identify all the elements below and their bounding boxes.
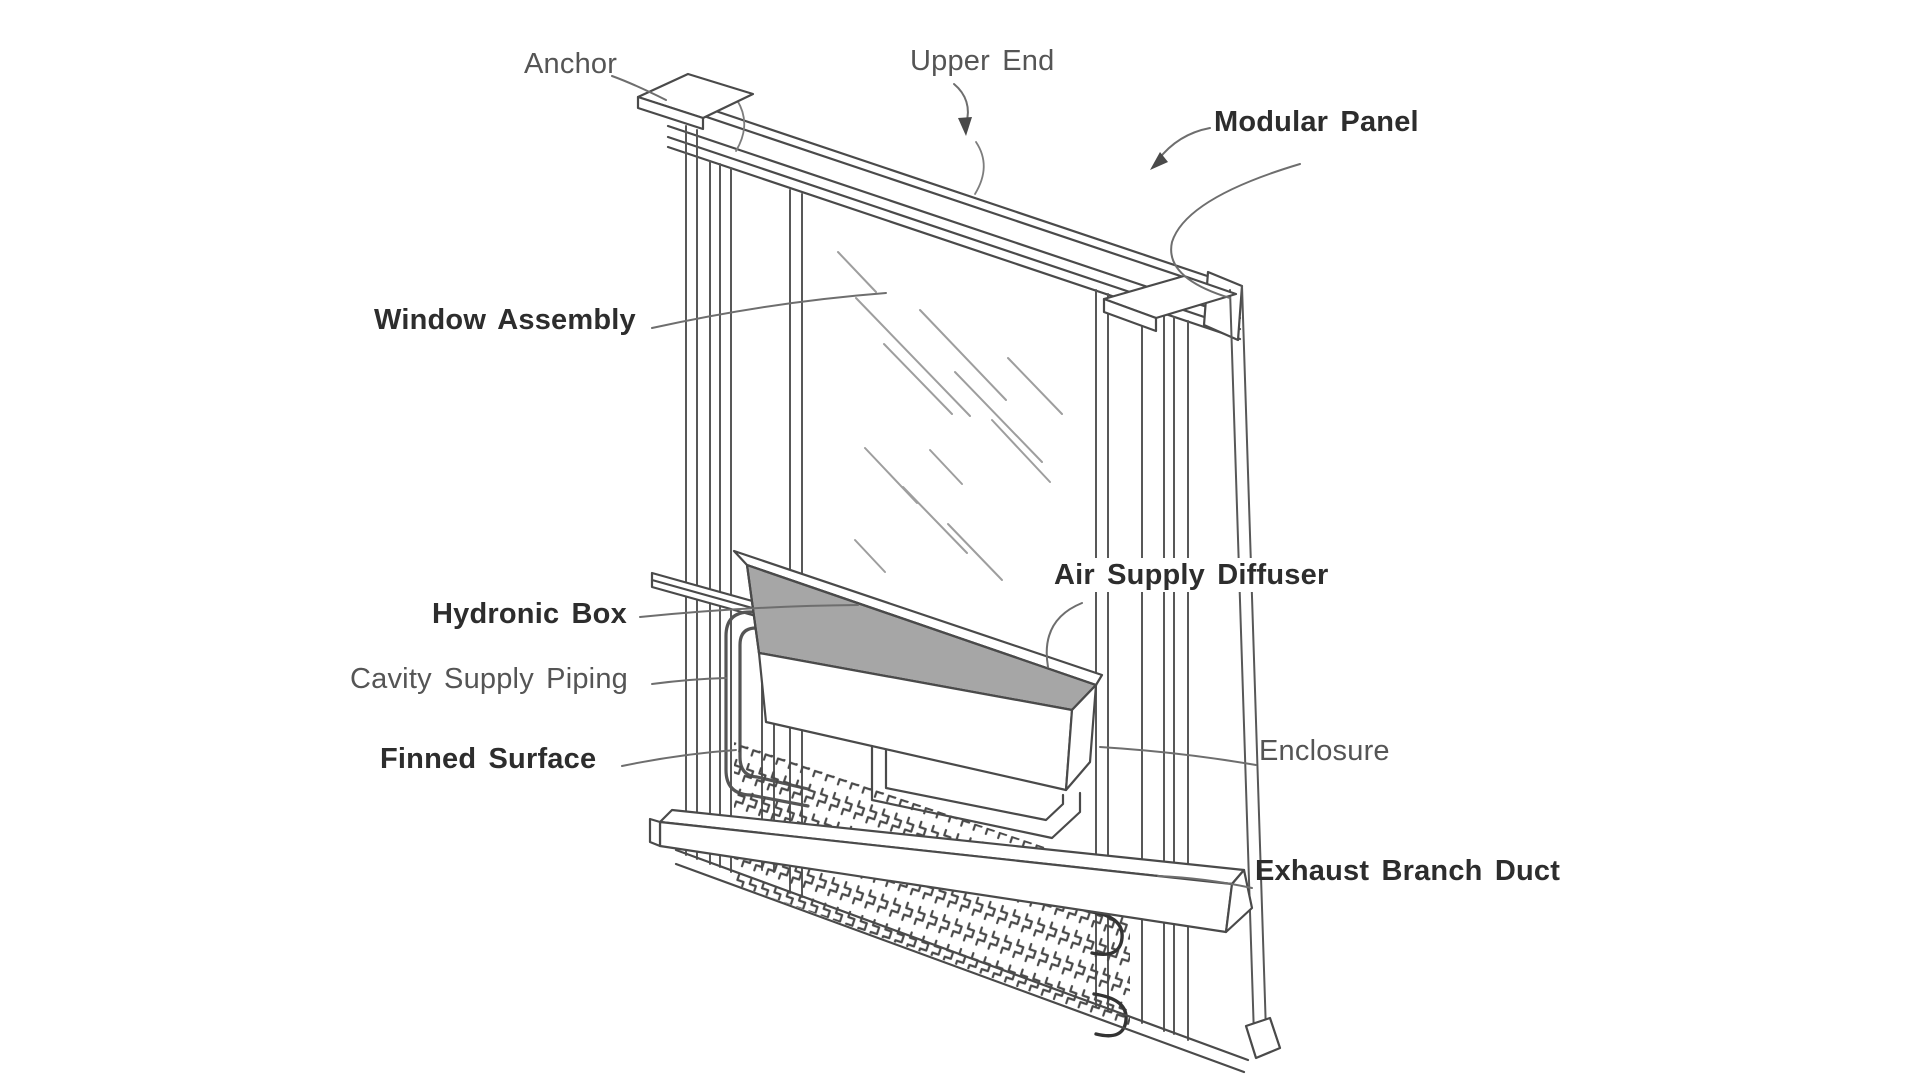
label-air-supply-diffuser: Air Supply Diffuser	[1046, 558, 1337, 593]
exhaust-branch-duct-leader	[1157, 875, 1253, 889]
label-modular-panel: Modular Panel	[1214, 106, 1419, 138]
modular-panel-curve	[1170, 163, 1301, 299]
rail-break-mark	[974, 141, 985, 195]
modular-panel-arrowhead	[1150, 152, 1168, 170]
anchor-plate-right	[1102, 274, 1238, 333]
cavity-supply-piping-leader	[651, 677, 727, 685]
window-assembly-leader	[651, 292, 887, 329]
pipe-u-bend	[1090, 910, 1124, 957]
upper-end-arrowhead	[958, 117, 972, 136]
label-anchor: Anchor	[524, 48, 618, 80]
label-window-assembly: Window Assembly	[374, 304, 636, 336]
modular-panel-arrow	[1157, 127, 1211, 161]
enclosure-channel	[870, 744, 1082, 840]
label-cavity-supply-piping: Cavity Supply Piping	[350, 663, 628, 695]
hydronic-box	[732, 549, 1104, 840]
label-finned-surface: Finned Surface	[380, 743, 597, 775]
label-exhaust-branch-duct: Exhaust Branch Duct	[1255, 855, 1561, 887]
exhaust-branch-duct	[648, 808, 1254, 934]
hydronic-box-leader	[639, 604, 859, 618]
enclosure-leader	[1099, 746, 1257, 766]
rail-break-mark	[735, 99, 746, 152]
label-upper-end: Upper End	[910, 45, 1055, 77]
air-supply-diffuser-leader	[1045, 602, 1083, 668]
label-enclosure: Enclosure	[1259, 735, 1390, 767]
bottom-corner-foot	[1244, 1016, 1282, 1060]
annotation-leaders	[611, 75, 1301, 889]
duct-end-cap	[1224, 868, 1254, 934]
anchor-leader	[611, 75, 667, 101]
bottom-rail	[674, 848, 1282, 1074]
hydronic-box-end	[1064, 683, 1098, 792]
anchor-plate-left	[636, 72, 755, 131]
label-hydronic-box: Hydronic Box	[432, 598, 627, 630]
pipe-u-bend	[1092, 992, 1128, 1038]
finned-surface-leader	[621, 749, 737, 767]
window-glass	[837, 251, 1063, 581]
